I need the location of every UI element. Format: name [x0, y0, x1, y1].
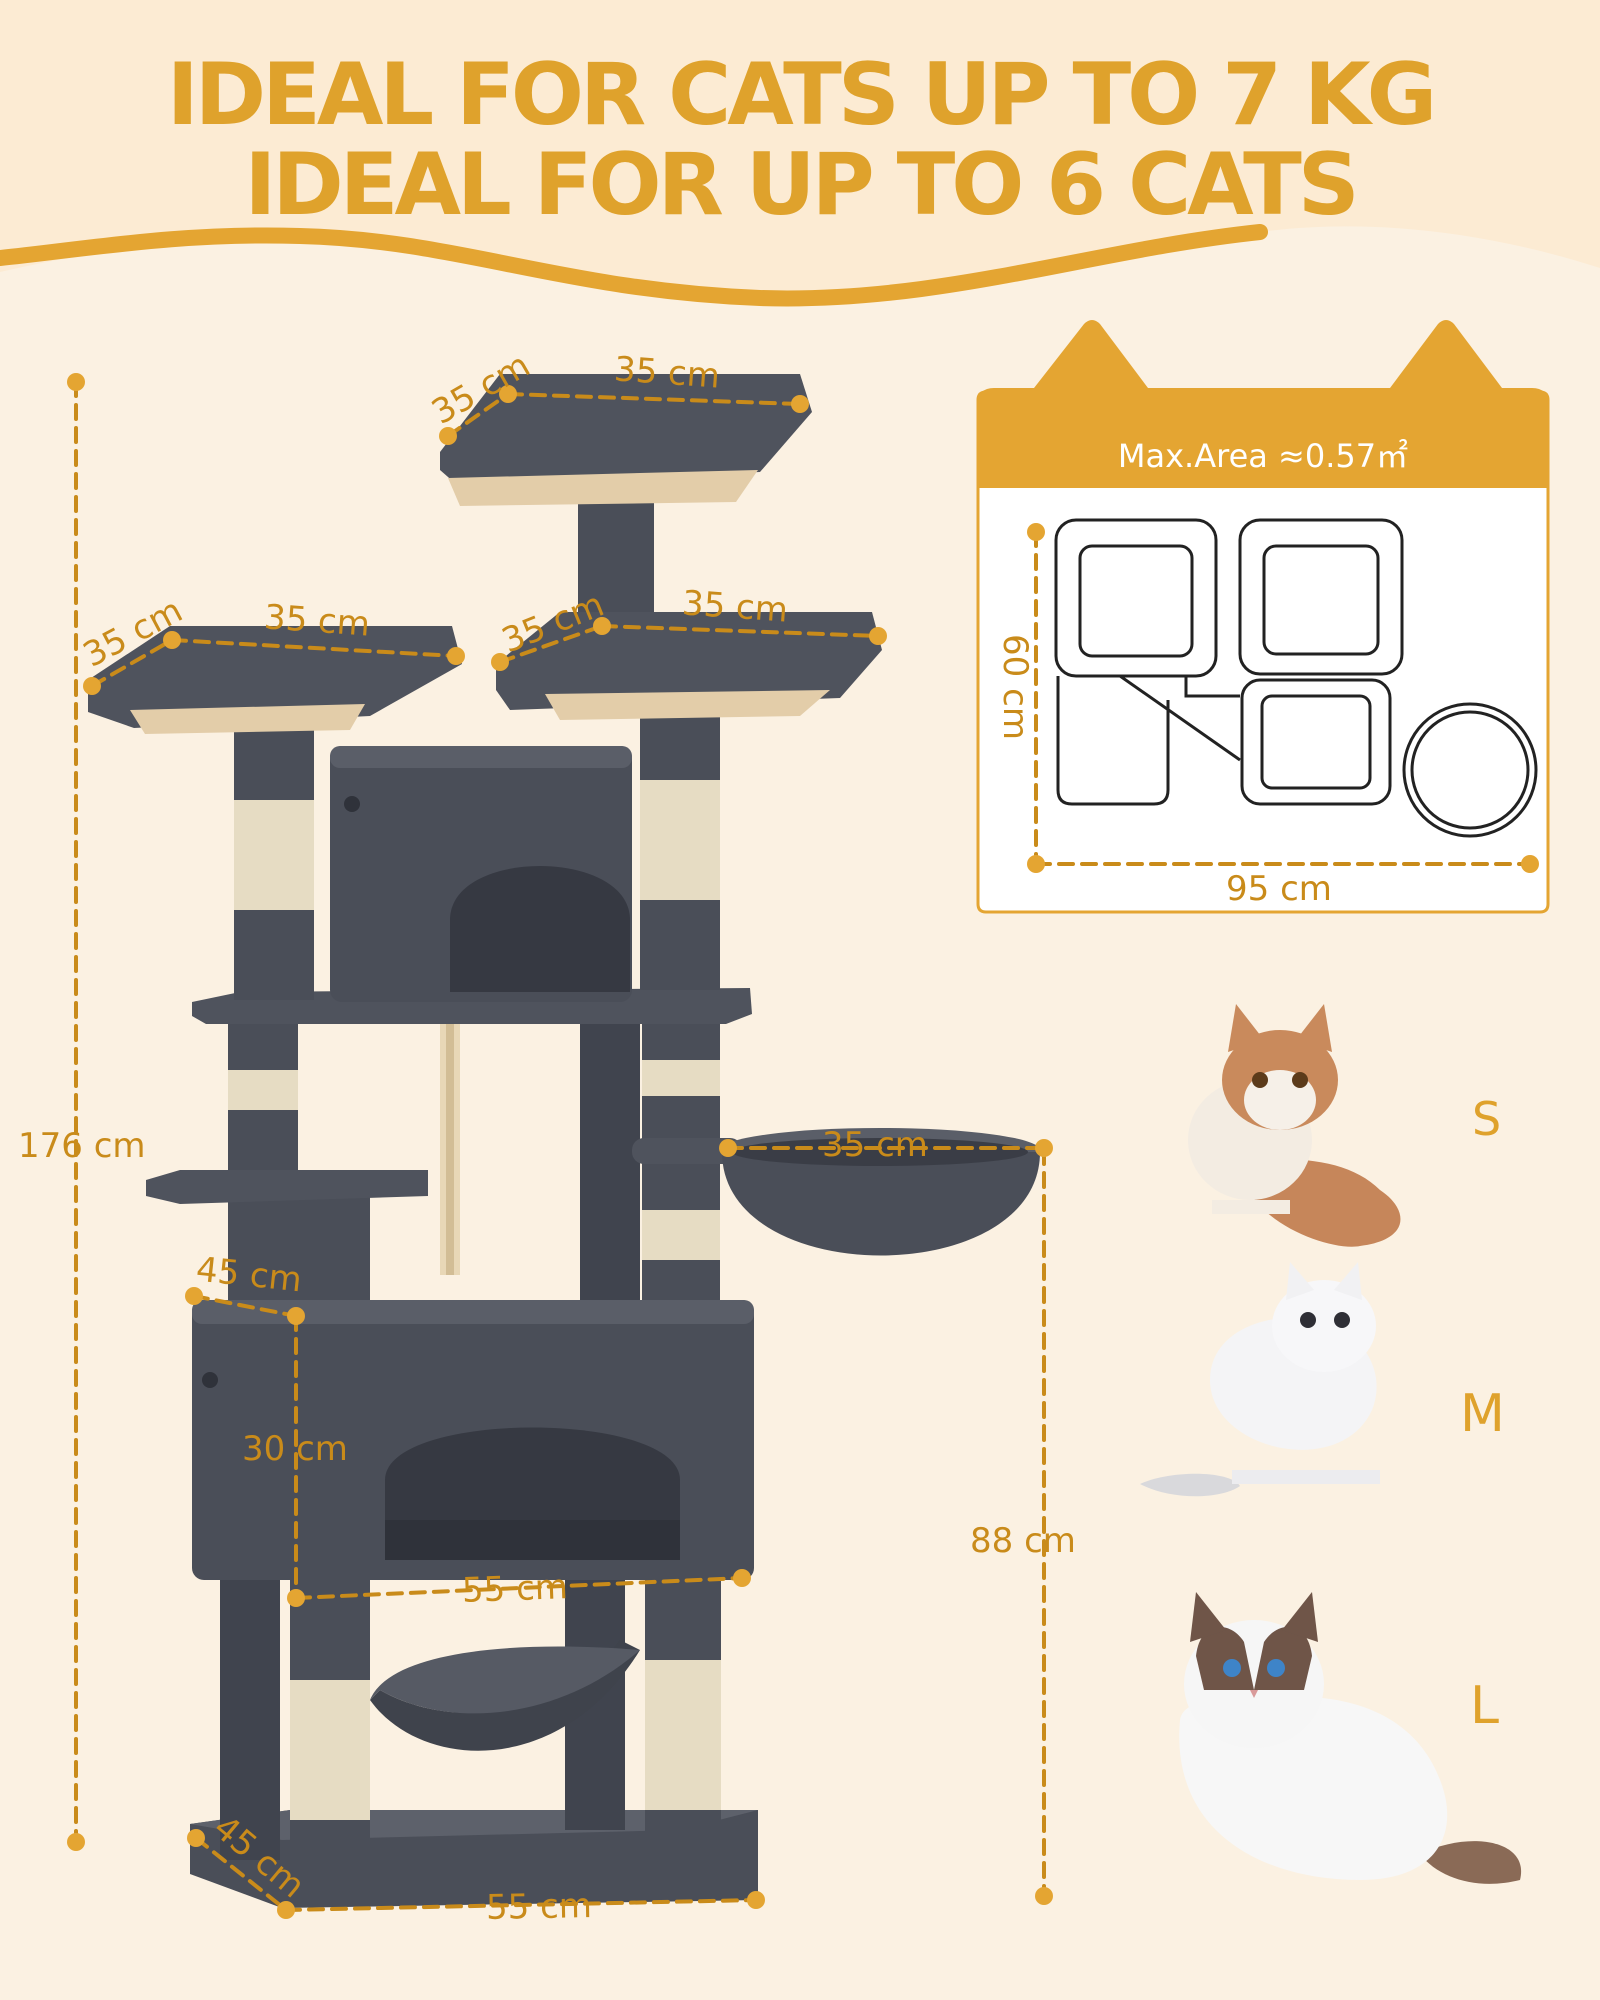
lower-sisal-left: [290, 1680, 370, 1820]
label-condo-depth: 45 cm: [194, 1249, 304, 1301]
dimension-endpoints: [67, 373, 1053, 1919]
mid-post-short: [286, 1190, 370, 1300]
area-dimension-endpoints: [1027, 523, 1539, 873]
headline-capacity: IDEAL FOR UP TO 6 CATS: [244, 135, 1359, 235]
label-right-platform-width: 35 cm: [680, 583, 790, 631]
mid-post-back-right: [580, 1010, 640, 1300]
lower-post-back-left: [220, 1560, 280, 1860]
hanging-basket: [722, 1152, 1040, 1256]
lower-condo-porthole: [202, 1372, 218, 1388]
small-step-platform: [146, 1170, 428, 1204]
lower-sisal-right: [645, 1660, 721, 1810]
label-area-width: 95 cm: [1226, 869, 1332, 909]
upper-condo-entrance: [450, 866, 630, 992]
label-top-platform-width: 35 cm: [612, 349, 722, 397]
area-panel-header-ears: [978, 320, 1548, 488]
label-condo-width: 55 cm: [461, 1567, 569, 1611]
label-basket-height: 88 cm: [970, 1521, 1076, 1561]
area-dimension-lines: [1034, 530, 1532, 866]
dimension-lines: [74, 380, 1046, 1912]
label-area-depth: 60 cm: [994, 634, 1035, 740]
size-label-m: M: [1460, 1384, 1505, 1444]
header-wave-band: [0, 0, 1600, 307]
upper-condo-porthole: [344, 796, 360, 812]
size-label-l: L: [1470, 1676, 1499, 1736]
hammock: [370, 1640, 640, 1751]
basket-arm: [632, 1138, 742, 1164]
cat-s-illustration: [1188, 1004, 1401, 1247]
cat-l-illustration: [1179, 1592, 1522, 1884]
label-total-height: 176 cm: [18, 1126, 146, 1166]
label-condo-height: 30 cm: [242, 1429, 348, 1469]
label-base-width: 55 cm: [485, 1886, 593, 1928]
label-basket-diameter: 35 cm: [822, 1125, 928, 1165]
cat-m-illustration: [1140, 1262, 1380, 1497]
label-left-platform-width: 35 cm: [262, 597, 372, 645]
right-platform: [496, 612, 882, 710]
size-label-s: S: [1472, 1092, 1502, 1146]
area-panel-title: Max.Area ≈0.57㎡: [1117, 437, 1409, 475]
headline-weight: IDEAL FOR CATS UP TO 7 KG: [166, 45, 1438, 145]
area-footprint-outline: [1054, 518, 1538, 838]
